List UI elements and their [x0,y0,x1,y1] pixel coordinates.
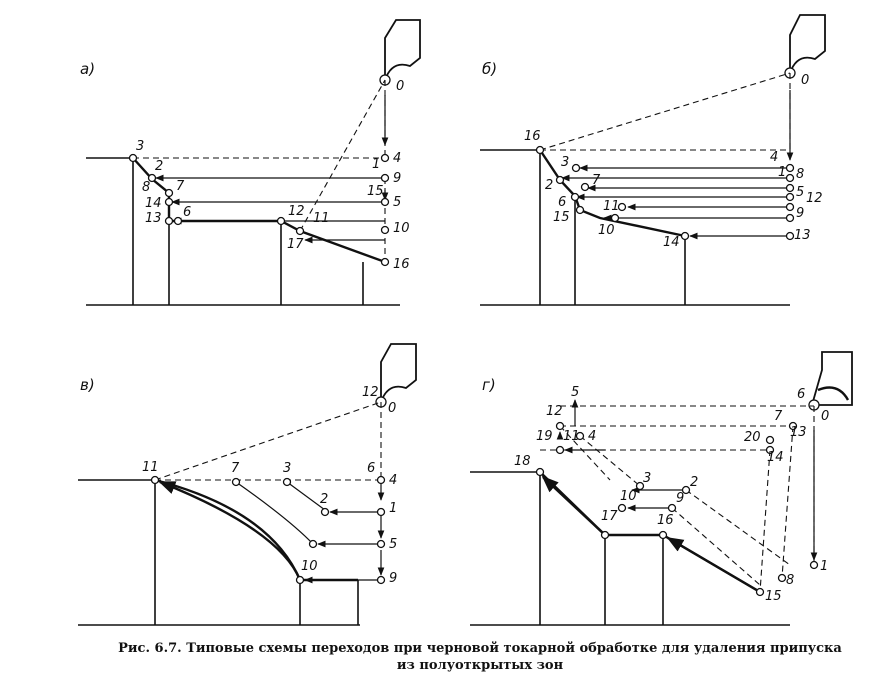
panel-g: г) 0 1 2 3 [470,351,853,626]
point-label: 19 [536,429,553,444]
point-label: 1 [778,165,786,180]
point-label: 2 [155,159,163,174]
point-label: 8 [796,167,804,182]
point-label: 11 [603,199,620,214]
point-label: 12 [546,404,563,419]
point-label: 13 [145,211,162,226]
point-label: 16 [524,129,541,144]
panel-b-points [535,145,795,241]
cutting-tool-icon [375,343,417,408]
caption-line-1: Рис. 6.7. Типовые схемы переходов при че… [118,641,842,656]
point-label: 3 [561,155,569,170]
point-label: 1 [389,501,397,516]
point-label: 0 [821,409,829,424]
point-label: 4 [393,151,401,166]
point-label: 10 [598,223,615,238]
point-label: 1 [820,559,828,574]
panel-v-rapid-moves [154,401,382,481]
point-label: 8 [142,180,150,195]
panel-v-label: в) [80,376,95,394]
point-label: 7 [774,409,783,424]
panel-a-point-labels: 0 1 2 3 4 5 6 7 8 9 10 11 12 13 14 15 16… [136,79,410,272]
point-label: 4 [389,473,397,488]
point-label: 17 [287,237,304,252]
point-label: 9 [676,491,684,506]
point-label: 4 [770,150,778,165]
figure-caption: Рис. 6.7. Типовые схемы переходов при че… [100,640,860,674]
point-label: 3 [283,461,291,476]
point-label: 10 [301,559,318,574]
point-label: 10 [393,221,410,236]
point-label: 16 [393,257,410,272]
point-label: 0 [801,73,809,88]
point-label: 11 [142,460,159,475]
point-label: 4 [588,429,596,444]
cutting-tool-icon [784,14,826,79]
point-label: 0 [396,79,404,94]
panel-v-point-labels: 0 1 2 3 4 5 6 7 9 10 11 12 [142,385,397,586]
panel-b-point-labels: 0 1 2 3 4 5 6 7 8 9 10 11 12 13 14 15 16 [524,73,823,250]
panel-a-workpiece [86,157,400,306]
panel-a: а) 0 1 2 3 4 [80,19,421,306]
point-label: 15 [367,184,384,199]
point-label: 5 [571,385,579,400]
point-label: 15 [765,589,782,604]
point-label: 7 [231,461,240,476]
point-label: 9 [796,206,804,221]
point-label: 18 [514,454,531,469]
point-label: 5 [389,537,397,552]
panel-g-points [535,421,819,597]
point-label: 11 [563,429,580,444]
panel-b: б) 0 1 2 3 [480,14,826,306]
point-label: 1 [372,157,380,172]
point-label: 7 [176,179,185,194]
point-label: 9 [389,571,397,586]
panel-g-rapid-moves [540,405,815,593]
point-label: 3 [643,471,651,486]
panel-a-finished-contour [132,157,386,264]
point-label: 6 [558,195,566,210]
point-label: 17 [601,509,618,524]
panel-v-points [150,475,386,585]
cutting-tool-icon [379,19,421,86]
point-label: 12 [806,191,823,206]
point-label: 6 [367,461,375,476]
point-label: 16 [657,513,674,528]
point-label: 6 [797,387,805,402]
panel-v: в) 0 1 2 3 4 5 6 [78,343,417,626]
point-label: 13 [794,228,811,243]
panel-a-points [128,153,390,267]
panel-g-label: г) [482,376,496,394]
point-label: 7 [592,173,601,188]
point-label: 2 [545,178,553,193]
point-label: 0 [388,401,396,416]
point-label: 15 [553,210,570,225]
point-label: 14 [767,450,784,465]
point-label: 11 [313,211,330,226]
point-label: 9 [393,171,401,186]
point-label: 12 [362,385,379,400]
point-label: 2 [690,475,698,490]
panel-a-rapid-moves [133,79,386,262]
panel-b-label: б) [482,60,497,78]
point-label: 12 [288,204,305,219]
caption-line-2: из полуоткрытых зон [396,658,564,673]
panel-g-point-labels: 0 1 2 3 4 5 6 7 8 9 10 11 12 13 14 15 16… [514,385,829,604]
panel-a-label: а) [80,60,95,78]
point-label: 14 [145,196,162,211]
point-label: 5 [393,195,401,210]
point-label: 8 [786,573,794,588]
panel-b-rapid-moves [539,72,791,151]
point-label: 5 [796,185,804,200]
point-label: 20 [744,430,761,445]
point-label: 6 [183,205,191,220]
point-label: 13 [790,425,807,440]
point-label: 10 [620,489,637,504]
point-label: 14 [663,235,680,250]
cutting-tool-icon [808,351,853,411]
point-label: 3 [136,139,144,154]
point-label: 2 [320,492,328,507]
panel-b-workpiece [480,149,790,306]
